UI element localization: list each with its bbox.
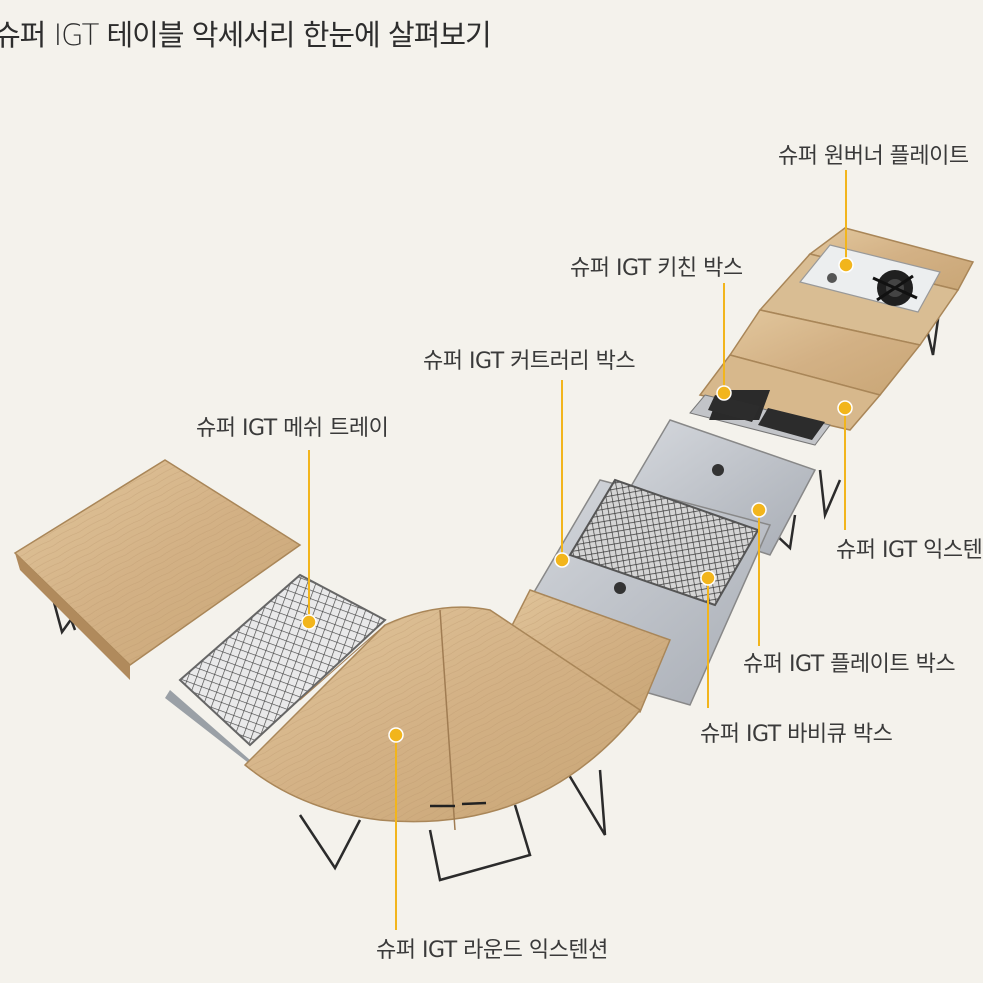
label-cutlery-box: 슈퍼 IGT 커트러리 박스 <box>423 349 636 374</box>
marker-bbq-box <box>700 570 716 586</box>
label-extension: 슈퍼 IGT 익스텐션 <box>836 538 983 563</box>
label-kitchen-box: 슈퍼 IGT 키친 박스 <box>570 256 743 281</box>
marker-mesh-tray <box>301 614 317 630</box>
marker-plate-box <box>751 502 767 518</box>
label-round-extension: 슈퍼 IGT 라운드 익스텐션 <box>376 938 608 963</box>
label-one-burner-plate: 슈퍼 원버너 플레이트 <box>778 144 969 169</box>
label-bbq-box: 슈퍼 IGT 바비큐 박스 <box>700 722 893 747</box>
marker-extension <box>837 400 853 416</box>
marker-cutlery-box <box>554 552 570 568</box>
page-title: 슈퍼 IGT 테이블 악세서리 한눈에 살펴보기 <box>0 18 492 52</box>
marker-one-burner-plate <box>838 257 854 273</box>
label-plate-box: 슈퍼 IGT 플레이트 박스 <box>743 652 956 677</box>
leader-lines <box>308 170 847 930</box>
markers <box>301 257 854 743</box>
mesh-tray <box>165 573 387 768</box>
one-burner-plate <box>798 244 941 313</box>
marker-round-extension <box>388 727 404 743</box>
label-mesh-tray: 슈퍼 IGT 메쉬 트레이 <box>196 416 389 441</box>
left-table <box>13 459 302 680</box>
round-extension <box>243 606 642 831</box>
marker-kitchen-box <box>716 385 732 401</box>
